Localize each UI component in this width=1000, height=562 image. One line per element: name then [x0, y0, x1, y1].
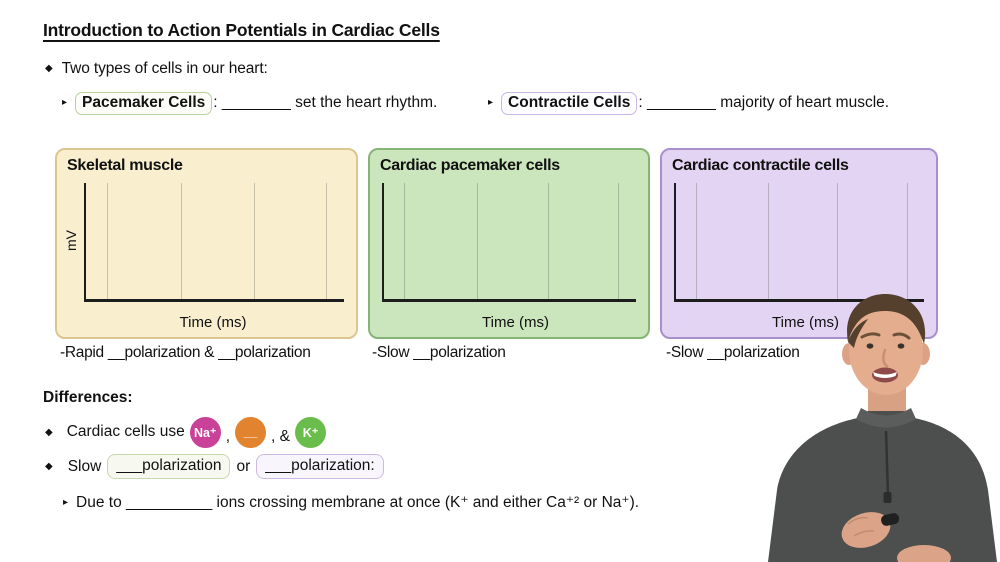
chart-axes: mV: [63, 183, 344, 302]
due-to-line: ▸ Due to __________ ions crossing membran…: [63, 493, 639, 512]
or-text: or: [236, 457, 251, 475]
slow-prefix-text: Slow: [67, 457, 102, 475]
instructor-photo: [768, 293, 997, 562]
due-to-text: Due to __________ ions crossing membrane…: [76, 494, 640, 511]
gridline: [767, 183, 769, 299]
gridline: [404, 183, 406, 299]
polarization-blank-box-purple: ___polarization:: [256, 454, 384, 479]
x-axis-label: Time (ms): [482, 314, 549, 331]
chart-axes: [674, 183, 924, 302]
contractile-line: ▸ Contractile Cells: ________ majority of…: [488, 92, 889, 115]
contractile-blank-text: : ________ majority of heart muscle.: [638, 94, 890, 111]
sodium-ion-badge: Na⁺: [189, 416, 221, 448]
contractile-caption: -Slow __polarization: [666, 344, 800, 361]
chart-panel-contractile-cells: Cardiac contractile cells Time (ms): [660, 148, 938, 339]
slow-polarization-line: ◆ Slow ___polarization or ___polarizatio…: [45, 454, 384, 479]
differences-heading: Differences:: [43, 389, 133, 406]
blank-ion-badge: __: [235, 416, 267, 448]
potassium-ion-badge: K⁺: [295, 416, 326, 448]
gridline: [106, 183, 108, 299]
triangle-bullet-icon: ▸: [62, 97, 68, 108]
panel-title: Cardiac contractile cells: [672, 157, 849, 174]
pacemaker-line: ▸ Pacemaker Cells: ________ set the heart…: [62, 92, 437, 115]
diamond-bullet-icon: ◆: [45, 63, 53, 74]
page-title: Introduction to Action Potentials in Car…: [43, 20, 440, 40]
gridline: [253, 183, 255, 299]
panel-title: Cardiac pacemaker cells: [380, 157, 560, 174]
triangle-bullet-icon: ▸: [488, 97, 494, 108]
gridline: [181, 183, 183, 299]
separator-text: ,: [225, 428, 231, 445]
cardiac-ions-line: ◆ Cardiac cells use Na⁺ , __ , & K⁺: [45, 416, 326, 448]
y-axis-label: mV: [63, 230, 79, 251]
gridline: [547, 183, 549, 299]
pacemaker-caption: -Slow __polarization: [372, 344, 506, 361]
gridline: [837, 183, 839, 299]
x-axis-label: Time (ms): [772, 314, 839, 331]
chart-axes: [382, 183, 636, 302]
intro-text: Two types of cells in our heart:: [61, 60, 268, 77]
panel-title: Skeletal muscle: [67, 157, 183, 174]
diamond-bullet-icon: ◆: [45, 426, 53, 438]
gridline: [695, 183, 697, 299]
pacemaker-cells-box: Pacemaker Cells: [75, 92, 213, 115]
chart-panel-pacemaker-cells: Cardiac pacemaker cells Time (ms): [368, 148, 650, 339]
skeletal-caption: -Rapid __polarization & __polarization: [60, 344, 311, 361]
gridline: [618, 183, 620, 299]
triangle-bullet-icon: ▸: [63, 497, 69, 508]
separator-text: , &: [271, 428, 290, 445]
contractile-cells-box: Contractile Cells: [501, 92, 638, 115]
gridline: [906, 183, 908, 299]
polarization-blank-box-green: ___polarization: [107, 454, 231, 479]
ions-prefix-text: Cardiac cells use: [66, 423, 185, 440]
intro-bullet-line: ◆ Two types of cells in our heart:: [45, 60, 268, 78]
pacemaker-blank-text: : ________ set the heart rhythm.: [213, 94, 438, 111]
diamond-bullet-icon: ◆: [45, 461, 53, 472]
x-axis-label: Time (ms): [179, 314, 247, 331]
chart-panel-skeletal-muscle: Skeletal muscle mV Time (ms): [55, 148, 358, 339]
gridline: [477, 183, 479, 299]
instructor-sweater: [768, 411, 997, 562]
instructor-hair: [847, 293, 926, 344]
gridline: [325, 183, 327, 299]
clicker-remote: [881, 513, 900, 526]
